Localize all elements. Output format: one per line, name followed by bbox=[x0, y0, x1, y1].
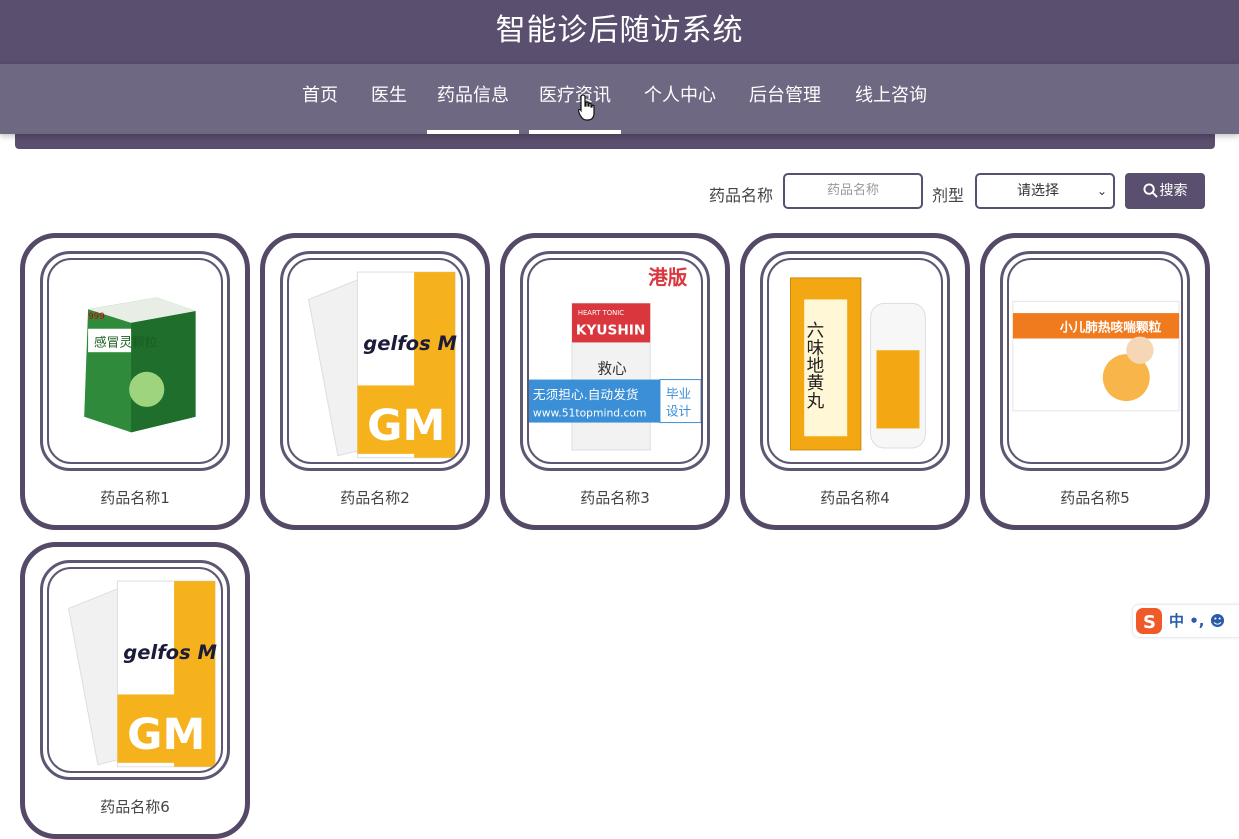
product-image-3: HEART TONIC KYUSHIN 救心 港版 无须担心.自动发货 www.… bbox=[529, 266, 701, 451]
nav-doctors[interactable]: 医生 bbox=[371, 85, 407, 106]
product-name-3: 药品名称3 bbox=[580, 489, 650, 507]
dosage-form-selected: 请选择 bbox=[1017, 183, 1059, 199]
product-image-4: 六味地黄丸 bbox=[790, 277, 926, 451]
product-box-cn-3: 救心 bbox=[597, 361, 627, 378]
search-icon bbox=[1142, 183, 1158, 198]
product-box-text-2: gelfos M bbox=[363, 332, 457, 355]
product-image-frame: gelfos M GM bbox=[40, 560, 230, 780]
product-box-sub-6: GM bbox=[127, 710, 205, 760]
product-box-text-6: gelfos M bbox=[123, 641, 217, 664]
watermark-line-1: 无须担心.自动发货 bbox=[533, 387, 639, 402]
product-box-sub-2: GM bbox=[367, 401, 445, 451]
dosage-form-select[interactable]: 请选择 ⌄ bbox=[975, 173, 1115, 209]
product-box-text-1: 感冒灵颗粒 bbox=[94, 334, 158, 349]
nav-admin[interactable]: 后台管理 bbox=[749, 85, 821, 106]
product-image-frame: 感冒灵颗粒 999 bbox=[40, 251, 230, 471]
search-button-label: 搜索 bbox=[1159, 183, 1188, 199]
dosage-form-label: 剂型 bbox=[932, 186, 965, 205]
product-image-5: 小儿肺热咳喘颗粒 bbox=[1012, 300, 1180, 412]
product-box-text-3: KYUSHIN bbox=[576, 323, 645, 339]
product-image-6: gelfos M GM bbox=[67, 580, 218, 768]
product-card-2[interactable]: gelfos M GM 药品名称2 bbox=[260, 233, 490, 530]
watermark-line-2: www.51topmind.com bbox=[533, 407, 647, 420]
product-card-6[interactable]: gelfos M GM 药品名称6 bbox=[20, 542, 250, 839]
product-name-4: 药品名称4 bbox=[820, 489, 890, 507]
ime-toolbar[interactable]: S 中 •, ☻ bbox=[1133, 605, 1239, 637]
product-image-2: gelfos M GM bbox=[307, 271, 458, 459]
product-box-text-4: 六味地黄丸 bbox=[804, 321, 824, 409]
drug-name-input[interactable]: 药品名称 bbox=[783, 173, 923, 209]
product-name-5: 药品名称5 bbox=[1060, 489, 1130, 507]
product-image-frame: gelfos M GM bbox=[280, 251, 470, 471]
nav-drug-info[interactable]: 药品信息 bbox=[427, 64, 519, 134]
nav-medical-news[interactable]: 医疗资讯 bbox=[529, 64, 621, 134]
product-image-frame: 小儿肺热咳喘颗粒 bbox=[1000, 251, 1190, 471]
product-name-2: 药品名称2 bbox=[340, 489, 410, 507]
hand-cursor-icon bbox=[578, 94, 595, 121]
product-name-6: 药品名称6 bbox=[100, 798, 170, 816]
product-card-1[interactable]: 感冒灵颗粒 999 药品名称1 bbox=[20, 233, 250, 530]
sogou-s-icon: S bbox=[1136, 608, 1162, 634]
product-box-top-3: HEART TONIC bbox=[578, 309, 624, 317]
product-box-text-5: 小儿肺热咳喘颗粒 bbox=[1059, 320, 1162, 335]
product-image-frame: HEART TONIC KYUSHIN 救心 港版 无须担心.自动发货 www.… bbox=[520, 251, 710, 471]
nav-home[interactable]: 首页 bbox=[302, 85, 338, 106]
nav-online-consult[interactable]: 线上咨询 bbox=[855, 85, 927, 106]
drug-name-label: 药品名称 bbox=[709, 186, 774, 205]
main-nav: 首页 医生 药品信息 医疗资讯 个人中心 后台管理 线上咨询 bbox=[0, 64, 1239, 134]
watermark-tag-1: 毕业 bbox=[666, 386, 691, 401]
ime-status-text: 中 •, ☻ bbox=[1169, 612, 1226, 630]
svg-text:S: S bbox=[1143, 612, 1156, 633]
product-card-3[interactable]: HEART TONIC KYUSHIN 救心 港版 无须担心.自动发货 www.… bbox=[500, 233, 730, 530]
product-brand-1: 999 bbox=[88, 312, 105, 322]
product-badge-3: 港版 bbox=[648, 266, 688, 289]
product-name-1: 药品名称1 bbox=[100, 489, 170, 507]
product-card-4[interactable]: 六味地黄丸 药品名称4 bbox=[740, 233, 970, 530]
watermark-tag-2: 设计 bbox=[666, 404, 692, 419]
product-card-5[interactable]: 小儿肺热咳喘颗粒 药品名称5 bbox=[980, 233, 1210, 530]
product-image-frame: 六味地黄丸 bbox=[760, 251, 950, 471]
product-image-1: 感冒灵颗粒 999 bbox=[84, 297, 196, 433]
nav-personal-center[interactable]: 个人中心 bbox=[644, 85, 716, 106]
site-title: 智能诊后随访系统 bbox=[0, 0, 1239, 64]
search-button[interactable]: 搜索 bbox=[1125, 173, 1205, 209]
chevron-down-icon: ⌄ bbox=[1096, 184, 1107, 198]
